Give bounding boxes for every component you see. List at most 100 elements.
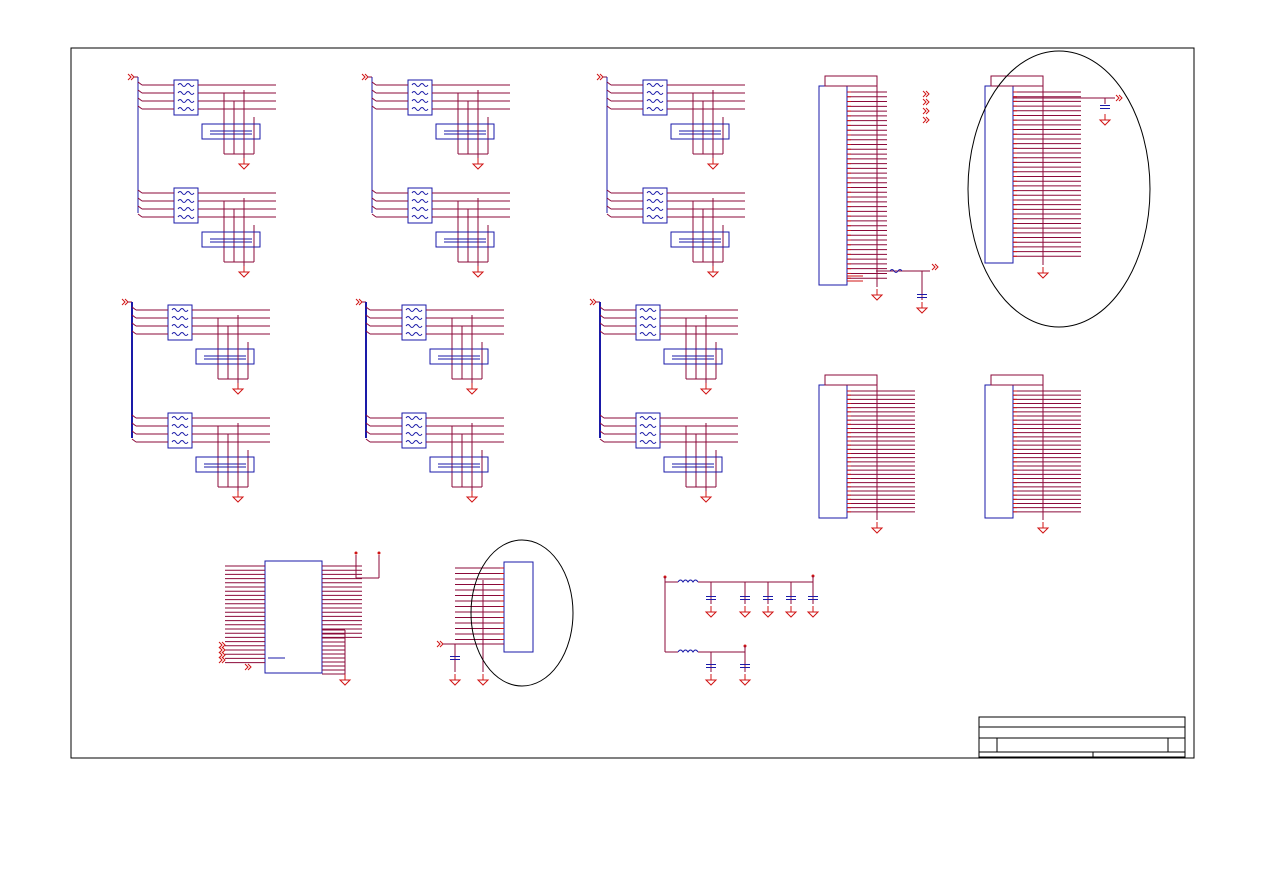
off-page-connector-icon (218, 656, 226, 664)
ground-icon (465, 383, 479, 395)
filter-blocks-group (121, 73, 745, 503)
ground-icon (476, 674, 490, 686)
ground-icon (699, 383, 713, 395)
connector-header-icon (984, 85, 1014, 264)
resistor-network-icon (401, 412, 427, 449)
ground-icon (471, 158, 485, 170)
capacitor-array-icon (201, 231, 261, 248)
connector-header-icon (503, 561, 534, 653)
resistor-icon (889, 269, 903, 273)
ground-icon (704, 606, 718, 618)
capacitor-icon (450, 656, 460, 660)
ground-icon (1098, 114, 1112, 126)
off-page-connector-icon (361, 73, 369, 81)
resistor-network-icon (407, 187, 433, 224)
capacitor-array-icon (670, 231, 730, 248)
power-rail-icon (354, 551, 358, 555)
off-page-connector-icon (931, 263, 939, 271)
off-page-connector-icon (355, 298, 363, 306)
resistor-network-icon (401, 304, 427, 341)
capacitor-icon (740, 596, 750, 600)
resistor-network-icon (173, 79, 199, 116)
filter-block (355, 298, 504, 503)
off-page-connector-icon (922, 116, 930, 124)
off-page-connector-icon (922, 98, 930, 106)
capacitor-icon (740, 664, 750, 668)
capacitor-icon (917, 294, 927, 298)
ground-icon (699, 491, 713, 503)
ground-icon (738, 606, 752, 618)
ground-icon (237, 158, 251, 170)
off-page-connector-icon (922, 90, 930, 98)
ground-icon (237, 266, 251, 278)
filter-stage (137, 79, 276, 170)
ground-icon (448, 674, 462, 686)
ground-icon (870, 522, 884, 534)
filter-stage (131, 304, 270, 395)
off-page-connector-icon (1115, 94, 1123, 102)
capacitor-array-icon (670, 123, 730, 140)
filter-stage (606, 79, 745, 170)
resistor-network-icon (642, 79, 668, 116)
capacitor-icon (786, 596, 796, 600)
off-page-connector-icon (436, 640, 444, 648)
connectors-group (818, 75, 1123, 534)
connector-d (984, 374, 1081, 534)
off-page-connector-icon (244, 663, 252, 671)
highlight-circle-small-connector (470, 539, 574, 687)
filter-stage (365, 412, 504, 503)
capacitor-array-icon (429, 456, 489, 473)
filter-stage (371, 79, 510, 170)
ground-icon (761, 606, 775, 618)
ground-icon (465, 491, 479, 503)
capacitor-icon (1100, 105, 1110, 109)
capacitor-array-icon (429, 348, 489, 365)
ground-icon (1036, 522, 1050, 534)
ground-icon (231, 383, 245, 395)
ground-icon (870, 289, 884, 301)
drawing-frame (70, 47, 1195, 759)
filter-block (127, 73, 276, 278)
ground-icon (915, 302, 929, 314)
filter-stage (365, 304, 504, 395)
capacitor-array-icon (663, 348, 723, 365)
filter-block (589, 298, 738, 503)
off-page-connector-icon (127, 73, 135, 81)
ic-chip-icon (264, 560, 323, 674)
capacitor-array-icon (201, 123, 261, 140)
connector-header-icon (818, 85, 848, 286)
capacitor-array-icon (435, 123, 495, 140)
filter-stage (371, 187, 510, 278)
filter-block (361, 73, 510, 278)
resistor-network-icon (173, 187, 199, 224)
ground-icon (471, 266, 485, 278)
filter-stage (606, 187, 745, 278)
off-page-connector-icon (922, 107, 930, 115)
filter-stage (599, 412, 738, 503)
resistor-network-icon (167, 304, 193, 341)
off-page-connector-icon (218, 651, 226, 659)
power-filter-block (663, 574, 820, 686)
inductor-icon (677, 579, 699, 583)
resistor-network-icon (167, 412, 193, 449)
off-page-connector-icon (589, 298, 597, 306)
capacitor-icon (808, 596, 818, 600)
ground-icon (738, 674, 752, 686)
filter-stage (137, 187, 276, 278)
off-page-connector-icon (596, 73, 604, 81)
ground-icon (706, 266, 720, 278)
ic-block (218, 551, 381, 686)
connector-a (818, 75, 939, 314)
connector-c (818, 374, 915, 534)
resistor-network-icon (635, 304, 661, 341)
inductor-icon (677, 649, 699, 653)
highlight-circle-connector (967, 50, 1151, 328)
connector-header-icon (984, 384, 1014, 519)
connector-b (984, 75, 1123, 279)
ground-icon (706, 158, 720, 170)
ground-icon (1036, 267, 1050, 279)
ground-icon (704, 674, 718, 686)
filter-block (121, 298, 270, 503)
connector-header-icon (818, 384, 848, 519)
off-page-connector-icon (218, 646, 226, 654)
